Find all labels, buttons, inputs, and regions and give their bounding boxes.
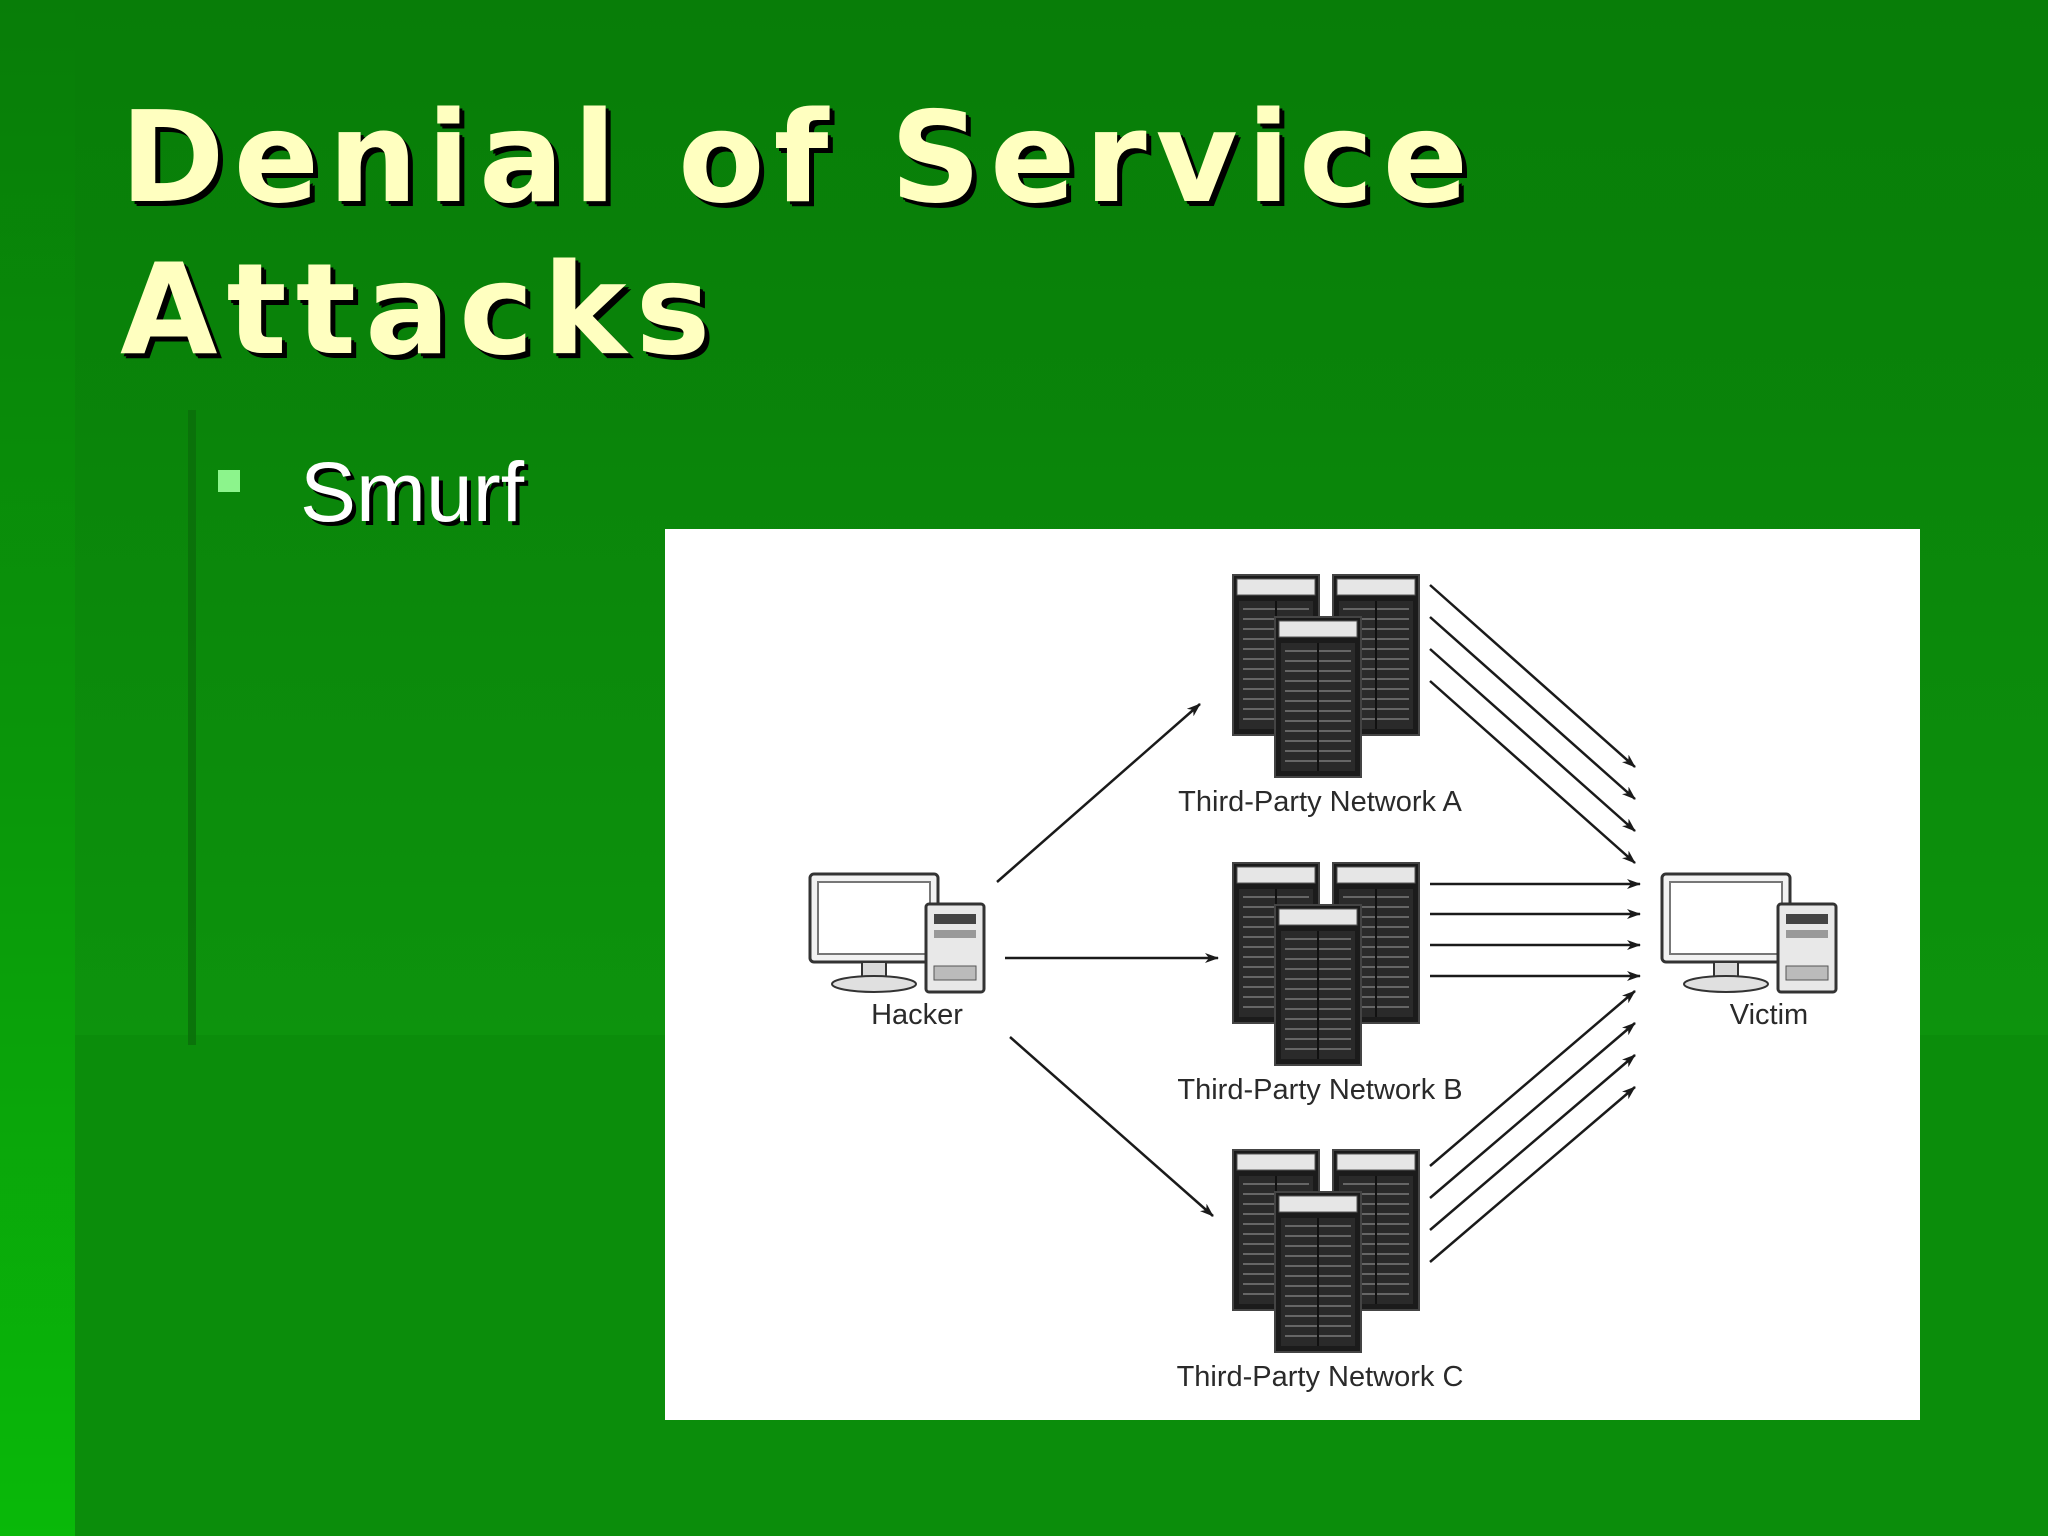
diagram-canvas: Third-Party Network A Third-Party Networ… <box>808 529 1838 1393</box>
arrow-hacker-to-network-a <box>996 703 1201 883</box>
victim-label: Victim <box>1730 999 1808 1031</box>
divider-line <box>188 410 196 1045</box>
network-c-label: Third-Party Network C <box>1177 1361 1464 1393</box>
network-a-servers-icon <box>1233 575 1419 777</box>
arrow-network-a-to-victim <box>1429 680 1636 864</box>
network-b-servers-icon <box>1233 863 1419 1065</box>
slide-title-line1: Denial of Service <box>120 84 1478 231</box>
arrow-network-a-to-victim <box>1429 648 1636 832</box>
arrow-network-c-to-victim <box>1429 1086 1636 1263</box>
slide-title-line2: Attacks <box>120 236 720 383</box>
network-a-label: Third-Party Network A <box>1178 786 1462 818</box>
hacker-computer-icon <box>808 872 986 994</box>
arrow-network-a-to-victim <box>1429 584 1636 768</box>
arrow-network-c-to-victim <box>1429 990 1636 1167</box>
victim-computer-icon <box>1660 872 1838 994</box>
network-c-servers-icon <box>1233 1150 1419 1352</box>
arrow-network-a-to-victim <box>1429 616 1636 800</box>
bullet-item: Smurf <box>218 442 524 542</box>
bullet-square-icon <box>218 470 240 492</box>
network-b-label: Third-Party Network B <box>1177 1074 1462 1106</box>
background-left-strip <box>0 0 75 1536</box>
smurf-attack-diagram: Third-Party Network A Third-Party Networ… <box>665 529 1920 1420</box>
arrow-network-c-to-victim <box>1429 1022 1636 1199</box>
bullet-text: Smurf <box>300 444 525 539</box>
arrow-hacker-to-network-c <box>1009 1036 1214 1217</box>
arrow-network-c-to-victim <box>1429 1054 1636 1231</box>
hacker-label: Hacker <box>871 999 963 1031</box>
slide-title: Denial of Service Attacks <box>120 82 1820 386</box>
